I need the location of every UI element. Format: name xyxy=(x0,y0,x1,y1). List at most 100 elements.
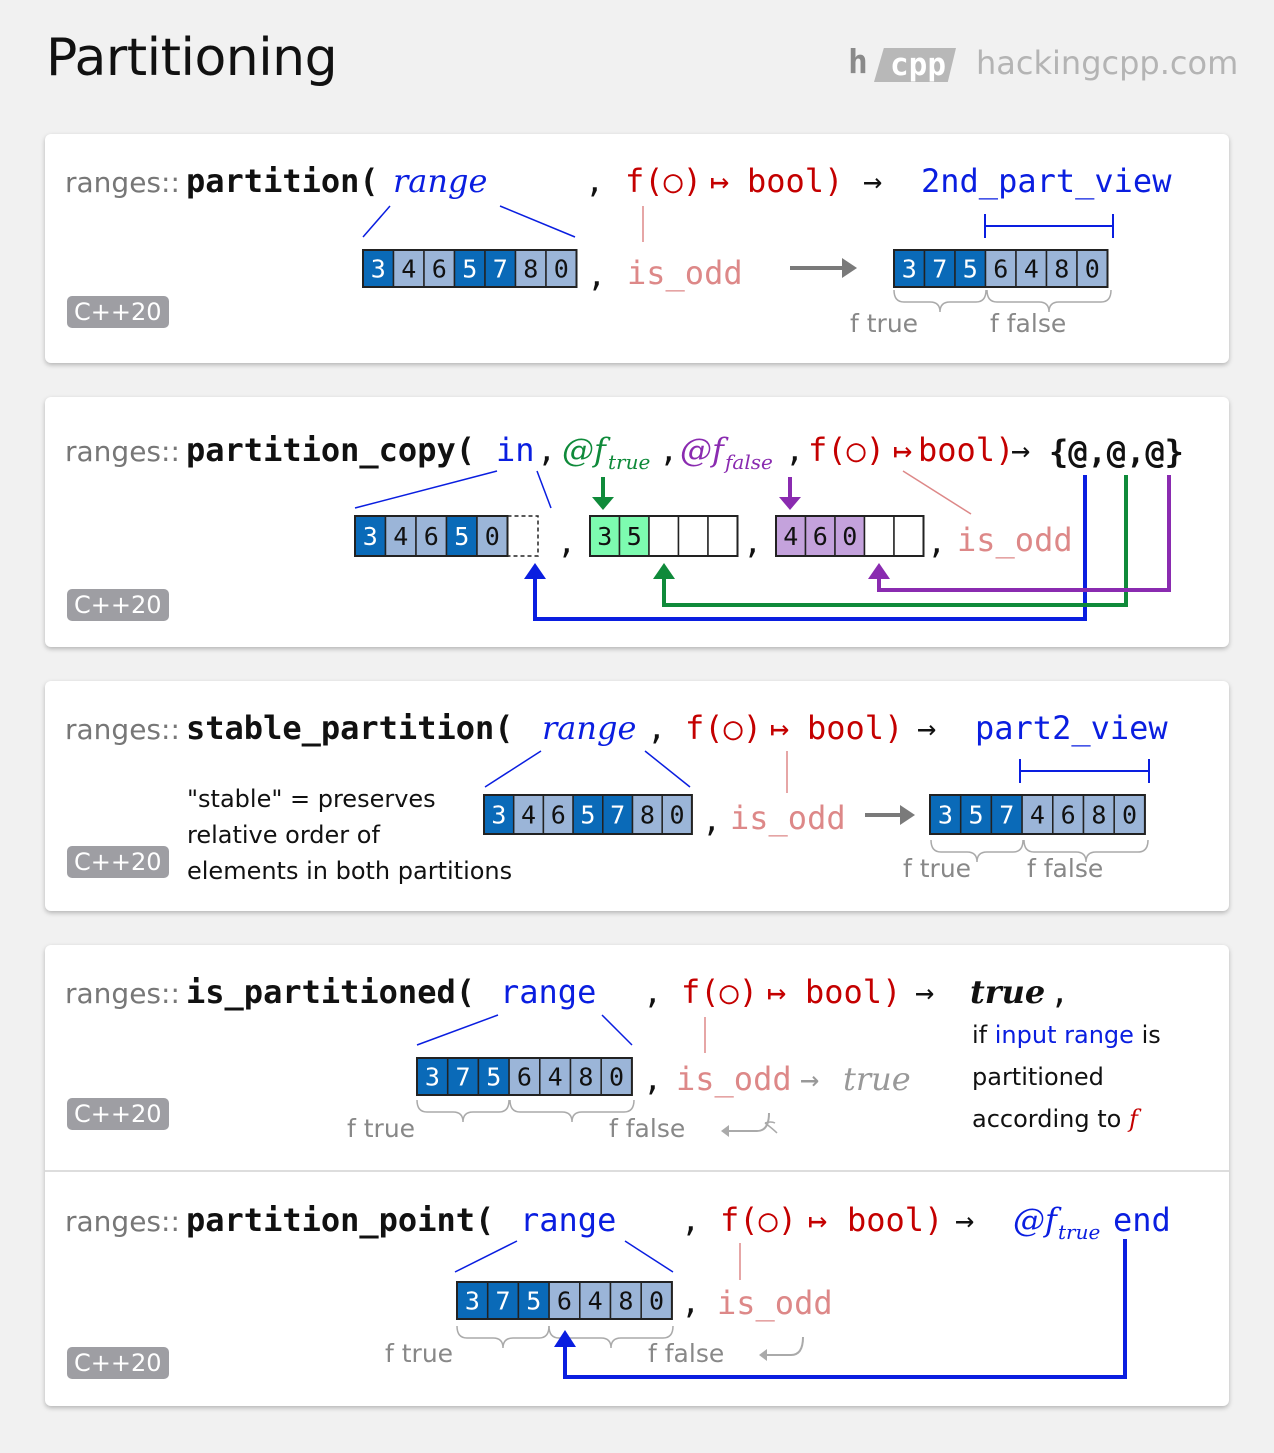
array-cell-value: 6 xyxy=(557,1287,572,1316)
array-cell xyxy=(863,515,895,557)
array-cell xyxy=(707,515,739,557)
array-cell-value: 6 xyxy=(424,522,439,551)
array-cell xyxy=(1082,794,1115,835)
array-cell xyxy=(572,794,604,835)
function-name: partition_point( xyxy=(186,1201,494,1239)
array-cell xyxy=(929,794,962,835)
returns-arrow: → xyxy=(1011,431,1030,469)
arrow-right-icon xyxy=(842,258,857,278)
array-cell-value: 0 xyxy=(842,522,857,551)
predicate-f: f(○) xyxy=(808,431,885,469)
array-cell-value: 6 xyxy=(813,522,828,551)
array-cell-value: 6 xyxy=(517,1063,532,1092)
note-line: according to f xyxy=(972,1101,1161,1137)
is-odd-label: is_odd xyxy=(627,254,743,292)
maps-to-symbol: ↦ xyxy=(808,1201,827,1239)
cpp20-badge: C++20 xyxy=(67,1347,169,1379)
brand-site[interactable]: hackingcpp.com xyxy=(976,44,1239,82)
bool-type: bool) xyxy=(918,431,1014,469)
array-cell-value: 5 xyxy=(462,255,477,284)
array-cell-value: 4 xyxy=(548,1063,563,1092)
bool-type: bool) xyxy=(747,162,843,200)
yields-arrow: → xyxy=(800,1060,819,1098)
f-true-label: f true xyxy=(903,854,971,883)
partition-copy-diagram: ranges:: partition_copy( in , @f true , … xyxy=(65,431,1184,621)
comma: , xyxy=(585,162,604,200)
maps-to-symbol: ↦ xyxy=(767,973,786,1011)
result-true: true xyxy=(970,973,1045,1011)
param-range: range xyxy=(500,973,596,1011)
result-iterator-end: end xyxy=(1113,1201,1171,1239)
array-cell-value: 4 xyxy=(1030,801,1045,830)
array-cell-value: 3 xyxy=(425,1063,440,1092)
array-cell xyxy=(893,515,925,557)
comma: , xyxy=(643,973,662,1011)
array-cell-value: 4 xyxy=(393,522,408,551)
array-cell-value: 7 xyxy=(456,1063,471,1092)
array-cell-value: 6 xyxy=(551,801,566,830)
result-type: 2nd_part_view xyxy=(921,162,1172,200)
comma: , xyxy=(647,709,666,747)
returns-arrow: → xyxy=(917,709,936,747)
f-false-label: f false xyxy=(990,309,1066,338)
array-cell xyxy=(631,794,663,835)
array-cell-value: 5 xyxy=(454,522,469,551)
array-cell-value: 0 xyxy=(649,1287,664,1316)
array-cell-value: 0 xyxy=(1085,255,1100,284)
predicate-f: f(○) xyxy=(625,162,702,200)
arrow-up-icon xyxy=(653,563,675,579)
note-line: if input range is xyxy=(972,1017,1161,1053)
array-cell-value: 3 xyxy=(902,255,917,284)
array-cell xyxy=(416,1057,449,1096)
comma: , xyxy=(537,431,556,469)
array-cell-value: 0 xyxy=(554,255,569,284)
param-out-true-sub: true xyxy=(608,450,650,474)
array-cell xyxy=(569,1057,602,1096)
array-cell-value: 8 xyxy=(523,255,538,284)
panel-stable-partition: ranges:: stable_partition( range , f(○) … xyxy=(45,681,1229,911)
arrow-up-icon xyxy=(868,563,890,579)
arrow-down-icon xyxy=(592,497,614,510)
param-range: range xyxy=(520,1201,616,1239)
array-cell-value: 5 xyxy=(486,1063,501,1092)
array-cell xyxy=(661,794,693,835)
note-if: if xyxy=(972,1021,988,1049)
array-cell-value: 3 xyxy=(597,522,612,551)
comma: , xyxy=(681,1201,700,1239)
comma: , xyxy=(927,523,946,561)
bool-type: bool) xyxy=(847,1201,943,1239)
is-odd-label: is_odd xyxy=(717,1284,833,1322)
ns-prefix: ranges:: xyxy=(65,1205,180,1238)
cpp20-badge: C++20 xyxy=(67,846,169,878)
function-name: is_partitioned( xyxy=(186,973,475,1011)
returns-arrow: → xyxy=(915,973,934,1011)
maps-to-symbol: ↦ xyxy=(893,431,912,469)
note-line: relative order of xyxy=(187,821,380,849)
result-tuple: {@,@,@} xyxy=(1049,433,1184,471)
comma: , xyxy=(659,431,678,469)
arrow-right-icon xyxy=(900,805,915,825)
f-false-label: f false xyxy=(648,1339,724,1368)
arrow-up-icon xyxy=(524,563,546,579)
array-cell-value: 8 xyxy=(1091,801,1106,830)
result-iterator: @f xyxy=(1013,1201,1062,1239)
f-false-label: f false xyxy=(1027,854,1103,883)
result-comma: , xyxy=(1050,973,1069,1011)
param-in: in xyxy=(496,431,535,469)
param-range: range xyxy=(393,162,487,200)
array-cell-value: 7 xyxy=(999,801,1014,830)
array-cell-value: 3 xyxy=(938,801,953,830)
note-line: elements in both partitions xyxy=(187,857,513,885)
param-range: range xyxy=(542,709,636,747)
is-partitioned-diagram: ranges:: is_partitioned( range , f(○) ↦ … xyxy=(65,973,1171,1379)
comma: , xyxy=(702,801,721,839)
predicate-f: f(○) xyxy=(681,973,758,1011)
function-name: stable_partition( xyxy=(186,709,514,747)
array-cell-value: 0 xyxy=(1122,801,1137,830)
maps-to-symbol: ↦ xyxy=(710,162,729,200)
